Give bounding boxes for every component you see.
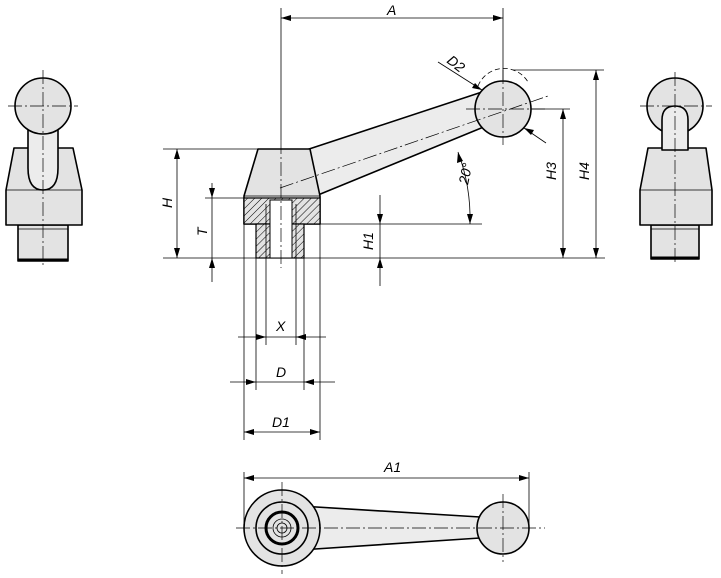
- front-view: [243, 68, 549, 268]
- right-view-hub: [639, 147, 713, 226]
- right-side-view: [639, 72, 713, 265]
- label-D: D: [276, 364, 286, 380]
- left-side-view: [5, 70, 83, 268]
- dimension-labels: A D2 20° H3 H4 H T H1 X D D1 A1: [159, 2, 592, 475]
- label-H3: H3: [543, 162, 559, 180]
- label-H4: H4: [576, 162, 592, 180]
- top-view: [236, 482, 545, 574]
- label-A: A: [386, 2, 396, 18]
- dimensions: [163, 8, 605, 528]
- label-A1: A1: [383, 459, 401, 475]
- label-X: X: [275, 318, 286, 334]
- label-H1: H1: [360, 232, 376, 250]
- label-D1: D1: [272, 414, 290, 430]
- label-D2: D2: [444, 52, 468, 76]
- label-T: T: [194, 226, 210, 236]
- label-H: H: [159, 197, 175, 208]
- label-angle: 20°: [455, 161, 475, 186]
